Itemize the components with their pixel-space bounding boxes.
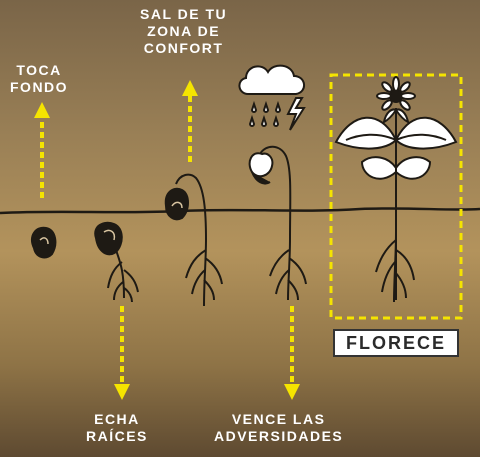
storm-cloud-icon [238,64,306,131]
arrow-toca-fondo [34,102,50,198]
label-line: ECHA [94,411,140,427]
label-echa-raices: ECHA RAÍCES [86,411,148,445]
label-line: CONFORT [143,40,224,56]
label-line: ADVERSIDADES [214,428,344,444]
arrow-vence [284,306,300,400]
rooting-seed-icon [94,221,139,303]
label-line: ZONA DE [147,23,221,39]
label-line: TOCA [16,62,62,78]
sprout-icon [164,173,223,307]
flowering-plant-icon [334,76,458,303]
label-line: SAL DE TU [140,6,228,22]
florece-frame [329,73,463,320]
label-line: RAÍCES [86,428,148,444]
label-vence: VENCE LAS ADVERSIDADES [214,411,343,445]
flower-icon [376,76,416,111]
label-sal-zona: SAL DE TU ZONA DE CONFORT [140,6,227,57]
arrow-sal-zona [182,80,198,162]
arrow-echa-raices [114,306,130,400]
seed-icon [30,226,57,259]
label-line: VENCE LAS [231,411,326,427]
label-line: FONDO [10,79,69,95]
florece-label: FLORECE [345,333,446,353]
ground-line [0,207,480,215]
label-toca-fondo: TOCA FONDO [10,62,68,96]
florece-badge: FLORECE [333,329,459,357]
seedling-icon [248,145,307,301]
